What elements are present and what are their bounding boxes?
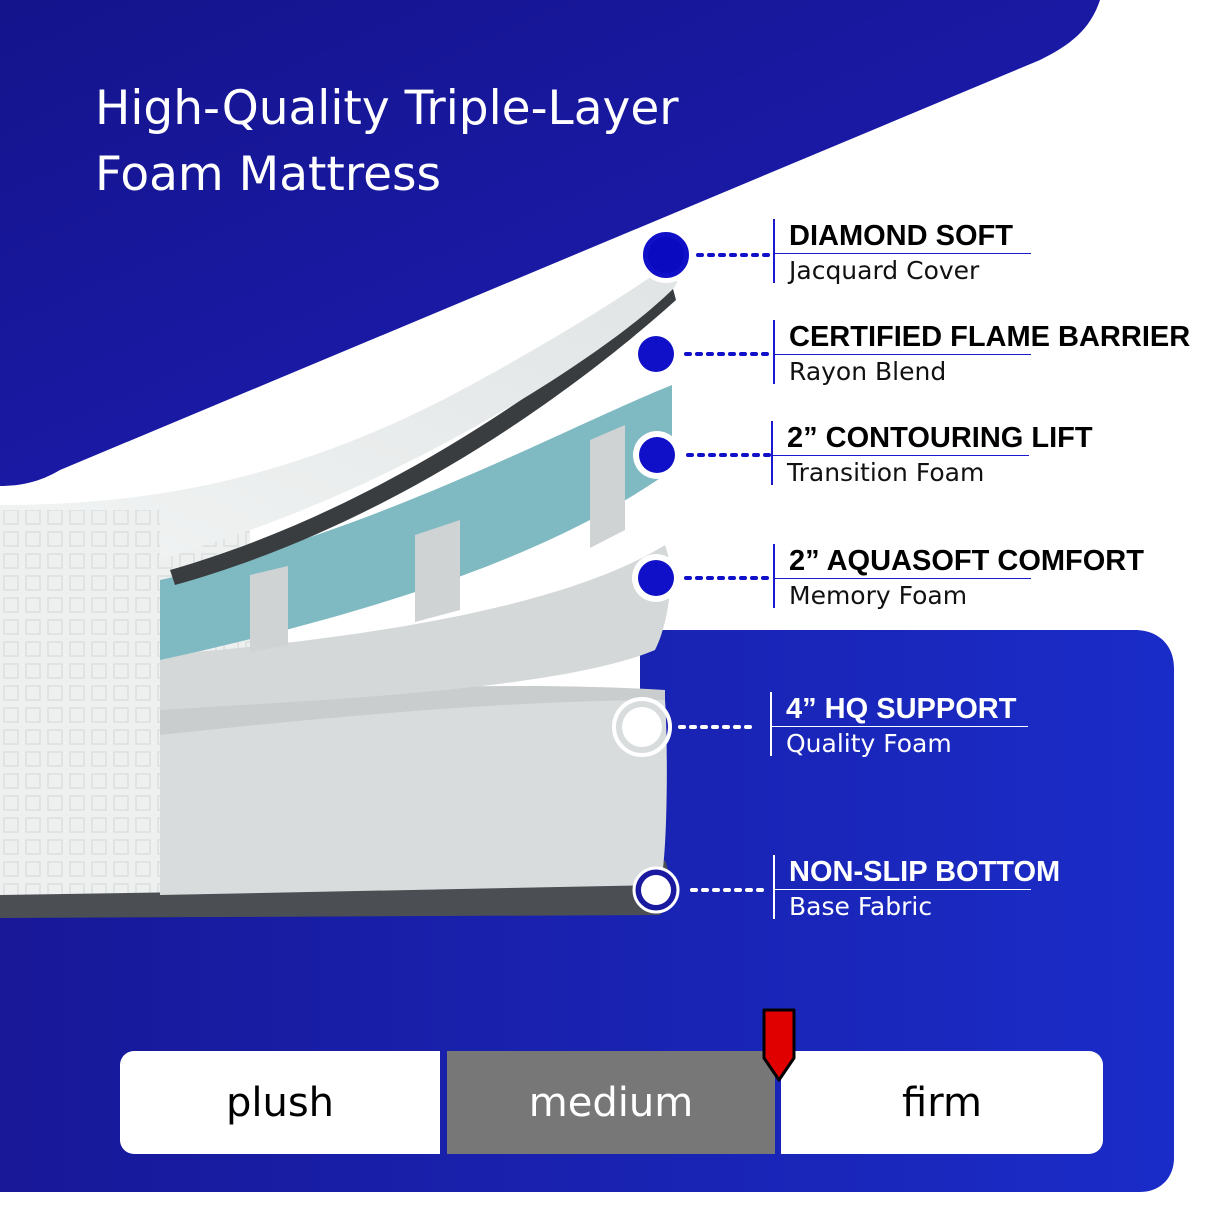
callout-subtext: Base Fabric: [789, 892, 933, 921]
firmness-option-plush: plush: [120, 1051, 440, 1154]
callout-hq-support: 4” HQ SUPPORT Quality Foam: [770, 692, 1028, 762]
callout-heading: CERTIFIED FLAME BARRIER: [789, 321, 1191, 353]
callout-non-slip-bottom: NON-SLIP BOTTOM Base Fabric: [773, 855, 1060, 925]
layer-markers: [612, 227, 772, 914]
memory-foam: [160, 545, 671, 710]
callout-diamond-soft: DIAMOND SOFT Jacquard Cover: [773, 219, 1031, 289]
callout-subtext: Jacquard Cover: [789, 256, 980, 285]
callout-heading: NON-SLIP BOTTOM: [789, 856, 1061, 888]
firmness-option-medium: medium: [447, 1051, 775, 1154]
callout-subtext: Rayon Blend: [789, 357, 947, 386]
title-line-1: High-Quality Triple-Layer: [95, 81, 679, 136]
title-line-2: Foam Mattress: [95, 147, 442, 202]
callout-subtext: Quality Foam: [786, 729, 952, 758]
firmness-option-firm: firm: [781, 1051, 1103, 1154]
flame-barrier: [170, 285, 676, 585]
firmness-scale: plush medium firm: [120, 1051, 1103, 1154]
callout-contouring-lift: 2” CONTOURING LIFT Transition Foam: [771, 421, 1093, 491]
callout-flame-barrier: CERTIFIED FLAME BARRIER Rayon Blend: [773, 320, 1190, 390]
support-foam: [160, 697, 667, 895]
callout-heading: DIAMOND SOFT: [789, 220, 1013, 252]
top-blue-wedge: [0, 0, 1100, 486]
callout-subtext: Memory Foam: [789, 581, 968, 610]
callout-heading: 2” AQUASOFT COMFORT: [789, 545, 1144, 577]
firmness-pointer-icon: [762, 1008, 796, 1082]
page-title: High-Quality Triple-Layer Foam Mattress: [95, 76, 715, 208]
callout-heading: 2” CONTOURING LIFT: [787, 422, 1093, 454]
callout-aquasoft-comfort: 2” AQUASOFT COMFORT Memory Foam: [773, 544, 1144, 614]
callout-heading: 4” HQ SUPPORT: [786, 693, 1017, 725]
callout-subtext: Transition Foam: [787, 458, 985, 487]
mattress-base: [0, 860, 670, 918]
